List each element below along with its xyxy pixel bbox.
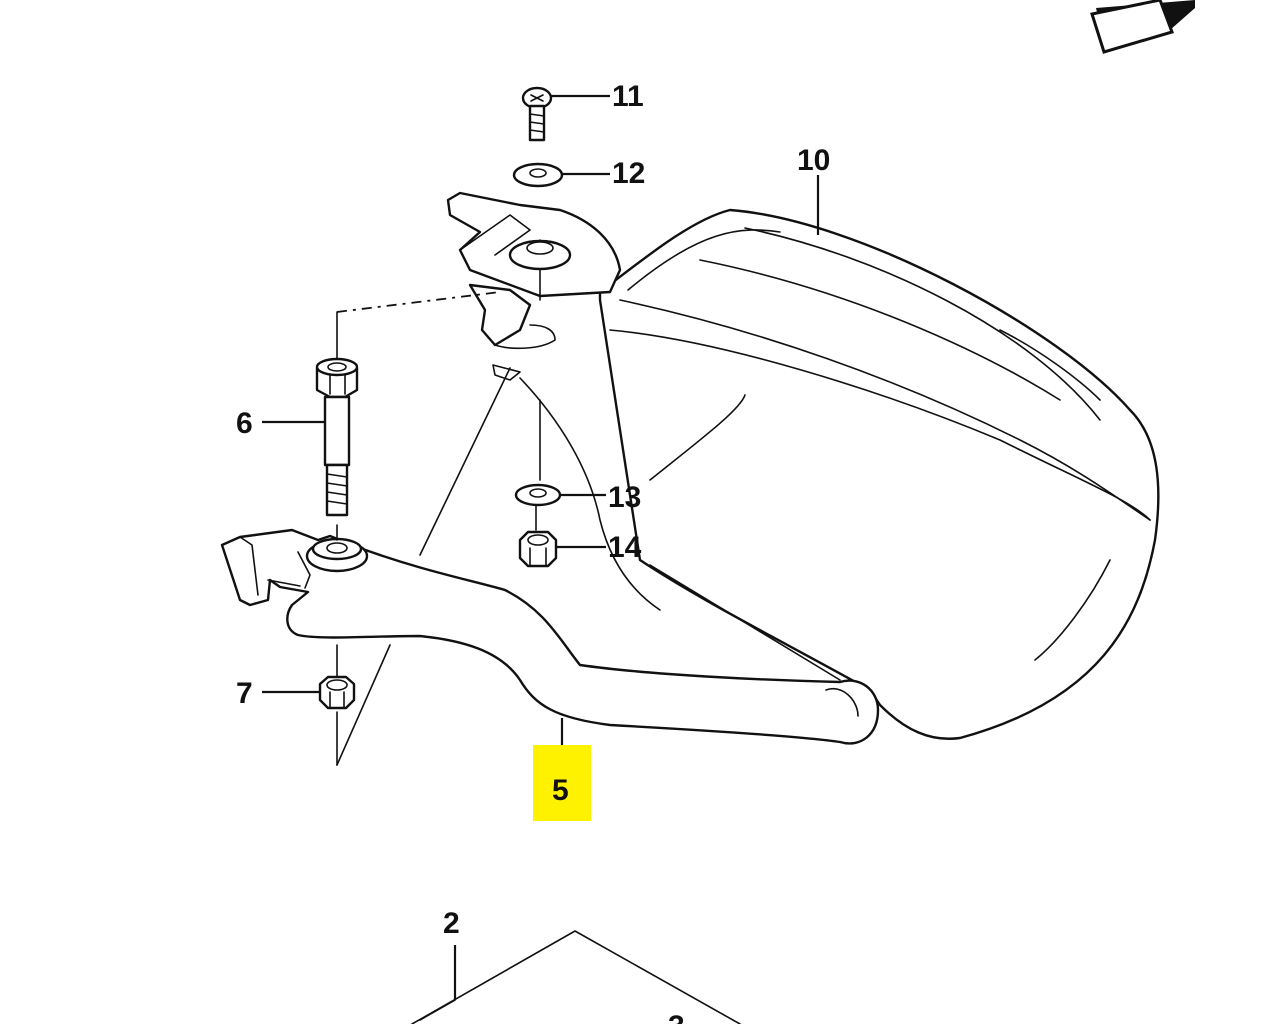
- callout-12: 12: [612, 157, 645, 190]
- callout-14: 14: [608, 531, 642, 564]
- callout-3: 3: [668, 1010, 685, 1024]
- brake-lever-5: [220, 528, 880, 745]
- callout-11: 11: [612, 80, 644, 113]
- hand-guard-10: [519, 208, 1160, 740]
- nut-7: [318, 675, 356, 710]
- callout-13: 13: [608, 481, 641, 514]
- nut-14: [518, 530, 558, 568]
- lever-perch: [446, 191, 622, 381]
- screw-11: [521, 86, 553, 142]
- washer-13: [514, 483, 562, 507]
- callout-2: 2: [443, 907, 460, 940]
- washer-12: [512, 162, 564, 188]
- callout-6: 6: [236, 407, 253, 440]
- lower-assembly-2-3: [411, 930, 741, 1024]
- callout-10: 10: [797, 144, 830, 177]
- callout-7: 7: [236, 677, 253, 710]
- perch-washer: [508, 239, 572, 271]
- fwd-direction-badge: FWD: [1090, 0, 1195, 54]
- pivot-bolt-6: [315, 357, 359, 517]
- highlight-box: [533, 745, 591, 821]
- callout-5: 5: [552, 774, 569, 807]
